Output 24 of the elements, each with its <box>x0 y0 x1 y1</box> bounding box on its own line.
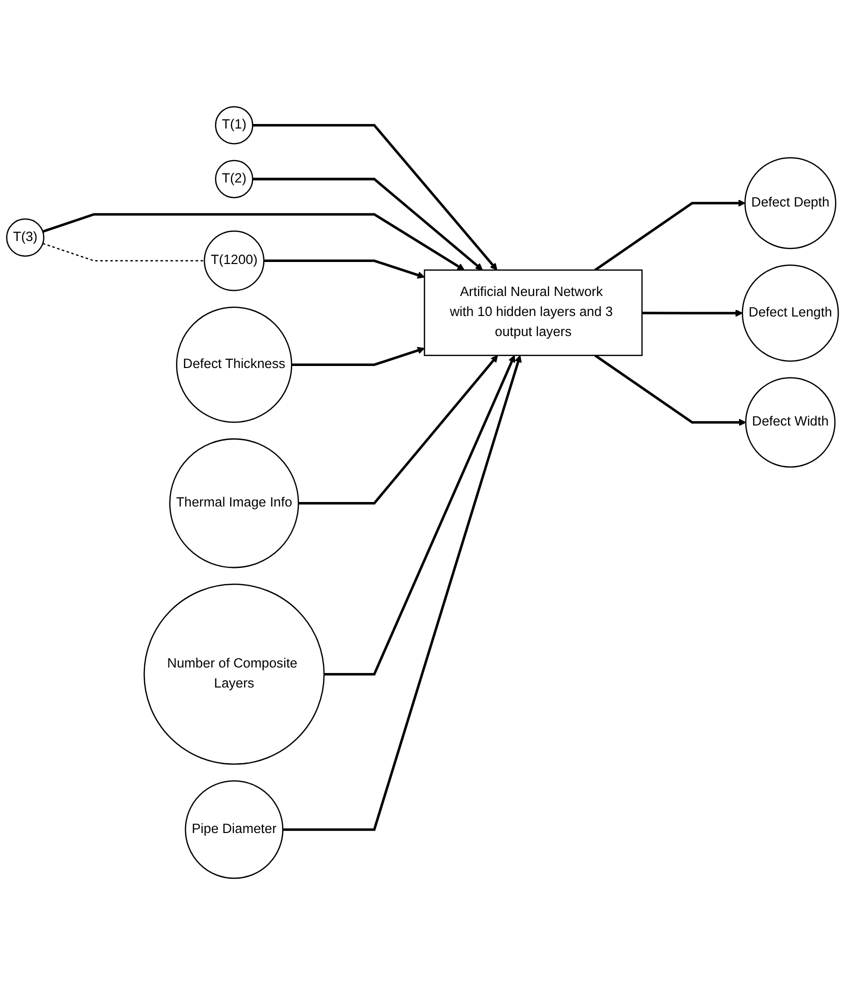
node-circle: Thermal Image Info <box>169 438 300 568</box>
node-box: Artificial Neural Network with 10 hidden layers and 3 output layers <box>424 269 643 356</box>
node-circle: Defect Length <box>742 264 839 362</box>
node-circle: Defect Width <box>745 377 836 468</box>
arrow <box>292 346 425 366</box>
arrow <box>324 355 516 676</box>
node-circle: T(3) <box>6 218 44 257</box>
arrow <box>594 199 746 272</box>
arrow <box>298 355 498 505</box>
node-circle: Defect Depth <box>744 157 836 250</box>
arrow <box>252 178 483 270</box>
connector <box>42 242 204 262</box>
node-circle: Defect Thickness <box>176 306 292 423</box>
arrow <box>594 354 746 426</box>
arrow <box>642 309 743 317</box>
arrow <box>42 213 465 270</box>
node-circle: T(1) <box>214 106 254 144</box>
node-circle: T(2) <box>214 160 254 198</box>
node-circle: T(1200) <box>204 230 264 292</box>
node-circle: Number of Composite Layers <box>144 584 325 765</box>
arrow <box>252 124 498 270</box>
arrow <box>282 355 522 831</box>
node-circle: Pipe Diameter <box>184 780 284 879</box>
arrow <box>264 260 425 279</box>
